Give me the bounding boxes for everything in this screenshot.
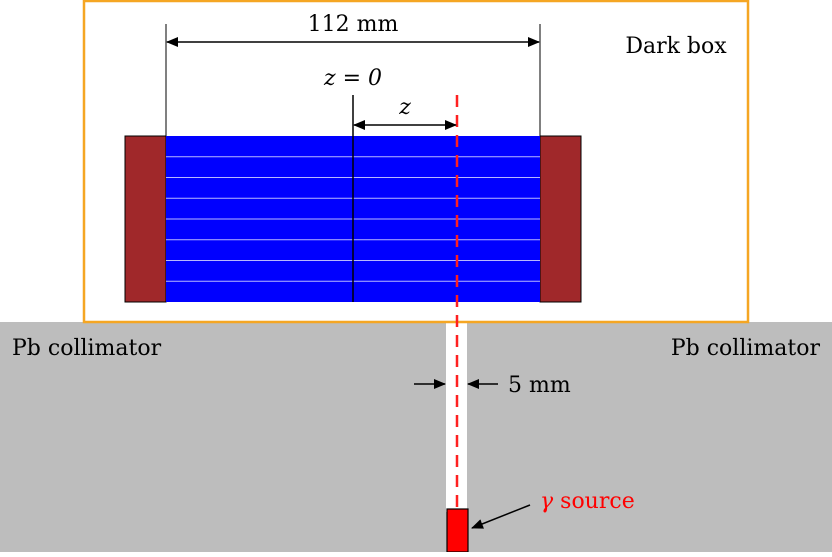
gamma-symbol: γ	[540, 489, 554, 514]
gamma-source	[446, 508, 469, 553]
dark-box-label: Dark box	[625, 34, 727, 59]
z-label: z	[398, 95, 411, 120]
source-word: source	[553, 489, 635, 514]
width-dimension-label: 112 mm	[308, 12, 399, 37]
z-zero-label: z = 0	[323, 66, 382, 91]
collimator-block	[0, 322, 832, 552]
end-cap-right	[539, 135, 582, 303]
collimator-label-right: Pb collimator	[671, 336, 821, 361]
end-cap-left	[124, 135, 167, 303]
slit-width-label: 5 mm	[508, 373, 571, 398]
collimator-label-left: Pb collimator	[12, 336, 162, 361]
source-label: γ source	[540, 489, 635, 514]
source-pointer-arrow	[471, 504, 531, 529]
